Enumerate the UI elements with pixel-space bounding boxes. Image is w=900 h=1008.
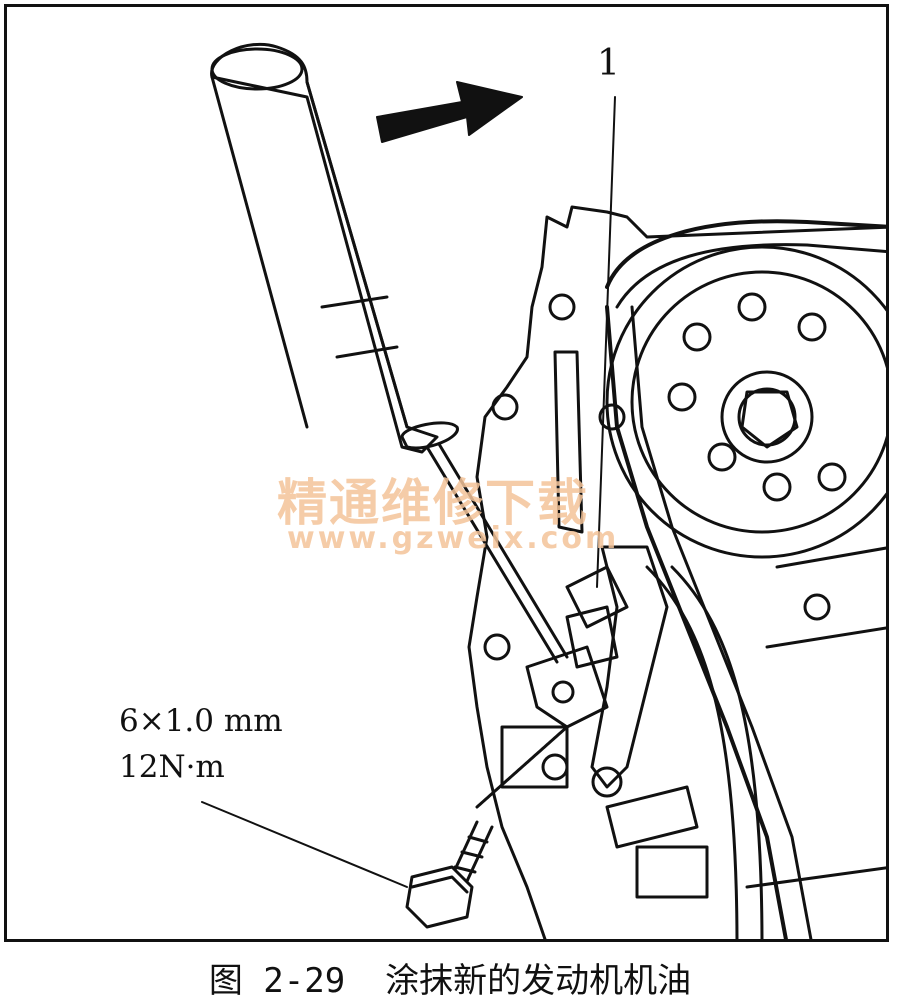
watermark-chinese: 精通维修下载	[277, 474, 589, 532]
sprocket-hole	[737, 292, 767, 322]
sprocket-hole	[817, 462, 847, 492]
engine-block	[467, 205, 886, 939]
block-bolt-hole	[548, 293, 576, 321]
chain-guide	[645, 565, 739, 939]
block-bolt-hole	[598, 403, 626, 431]
caption-text: 涂抹新的发动机机油	[385, 960, 692, 1001]
block-bolt-hole	[803, 593, 831, 621]
sprocket-hole	[797, 312, 827, 342]
bolt-thread	[445, 820, 494, 894]
timing-chain	[605, 305, 788, 939]
sprocket-hole	[682, 322, 712, 352]
block-bolt-hole	[483, 633, 511, 661]
leader-line-part-1	[596, 96, 616, 588]
block-bolt-hole	[491, 393, 519, 421]
arrow-right-icon	[376, 81, 523, 143]
sprocket-hole	[707, 442, 737, 472]
bolt-size-spec: 6×1.0 mm	[119, 703, 283, 739]
diagram-frame: 1 6×1.0 mm 12N·m 精通维修下载 www.gzweix.com	[4, 4, 889, 942]
bolt-head	[405, 865, 474, 929]
bolt-insertion-guide	[475, 725, 569, 809]
screwdriver-handle	[210, 42, 439, 454]
part-label-1: 1	[597, 43, 620, 84]
sprocket-hole	[667, 382, 697, 412]
caption-number: 图 2-29	[208, 960, 346, 1001]
figure-caption: 图 2-29 涂抹新的发动机机油	[0, 946, 900, 1008]
engine-illustration	[201, 42, 886, 939]
camshaft-sprocket	[605, 245, 886, 559]
timing-chain	[605, 219, 886, 289]
leader-line-bolt	[201, 801, 408, 888]
tensioner-arm	[590, 545, 669, 789]
bolt-torque-spec: 12N·m	[119, 749, 225, 785]
block-bolt-hole	[541, 753, 569, 781]
watermark-url: www.gzweix.com	[287, 521, 620, 556]
sprocket-hole	[762, 472, 792, 502]
screwdriver-shaft	[425, 445, 559, 664]
tensioner-bolt	[591, 766, 623, 798]
